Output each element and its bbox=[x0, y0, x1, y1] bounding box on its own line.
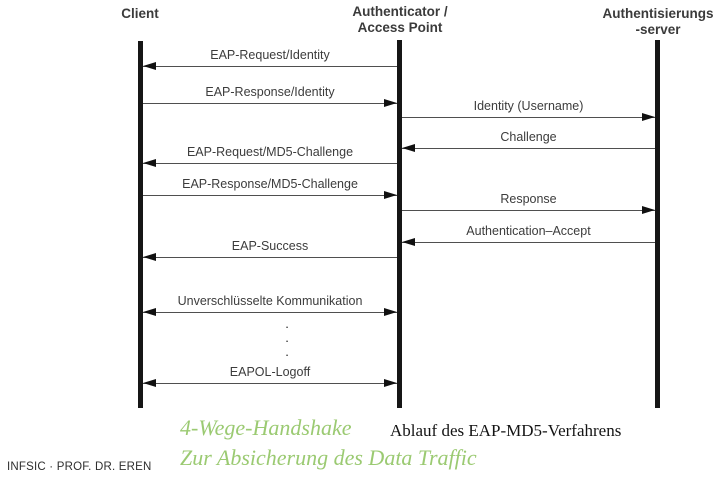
message-response: Response bbox=[402, 192, 655, 214]
lifeline-auth-server bbox=[655, 40, 660, 408]
arrow-line bbox=[143, 159, 397, 167]
message-eap-request-md5-challenge: EAP-Request/MD5-Challenge bbox=[143, 145, 397, 167]
message-label: Unverschlüsselte Kommunikation bbox=[177, 294, 363, 308]
message-label: Response bbox=[500, 192, 557, 206]
actor-authenticator-name-line1: Authenticator / bbox=[352, 4, 448, 19]
message-label: EAP-Response/Identity bbox=[205, 85, 335, 99]
arrow-line bbox=[402, 238, 655, 246]
arrowhead-right-icon bbox=[384, 191, 397, 199]
figure-caption: Ablauf des EAP-MD5-Verfahrens bbox=[390, 421, 622, 440]
arrowhead-right-icon bbox=[642, 113, 655, 121]
message-label: EAP-Success bbox=[231, 239, 309, 253]
arrowhead-left-icon bbox=[143, 308, 156, 316]
message-eapol-logoff: EAPOL-Logoff bbox=[143, 365, 397, 387]
arrow-line bbox=[143, 253, 397, 261]
caption-handshake-line2: Zur Absicherung des Data Traffic bbox=[180, 445, 477, 470]
arrow-line bbox=[143, 379, 397, 387]
arrowhead-right-icon bbox=[384, 308, 397, 316]
actor-authenticator-name-line2: Access Point bbox=[357, 20, 443, 35]
message-label: EAP-Request/MD5-Challenge bbox=[186, 145, 354, 159]
actor-auth-server-name-line1: Authentisierungs bbox=[602, 6, 714, 21]
arrowhead-right-icon bbox=[642, 206, 655, 214]
message-label: Identity (Username) bbox=[473, 99, 584, 113]
caption-handshake-line1: 4-Wege-Handshake bbox=[180, 415, 352, 440]
message-eap-success: EAP-Success bbox=[143, 239, 397, 261]
actor-auth-server-name-line2: -server bbox=[635, 22, 681, 37]
arrowhead-left-icon bbox=[143, 159, 156, 167]
actor-client-name: Client bbox=[121, 6, 159, 21]
message-label: EAP-Request/Identity bbox=[210, 48, 330, 62]
arrowhead-left-icon bbox=[143, 379, 156, 387]
arrowhead-left-icon bbox=[143, 62, 156, 70]
message-label: EAPOL-Logoff bbox=[229, 365, 311, 379]
arrow-line bbox=[402, 113, 655, 121]
lifeline-client bbox=[138, 41, 143, 408]
arrowhead-right-icon bbox=[384, 99, 397, 107]
actor-auth-server: Authentisierungs -server bbox=[578, 6, 721, 38]
message-identity-username: Identity (Username) bbox=[402, 99, 655, 121]
arrow-line bbox=[402, 206, 655, 214]
message-label: Authentication–Accept bbox=[466, 224, 591, 238]
arrowhead-left-icon bbox=[143, 253, 156, 261]
arrowhead-right-icon bbox=[384, 379, 397, 387]
arrow-line bbox=[143, 99, 397, 107]
message-eap-response-md5-challenge: EAP-Response/MD5-Challenge bbox=[143, 177, 397, 199]
arrow-line bbox=[402, 144, 655, 152]
message-challenge: Challenge bbox=[402, 130, 655, 152]
arrow-line bbox=[143, 191, 397, 199]
arrow-line bbox=[143, 62, 397, 70]
actor-client: Client bbox=[80, 6, 200, 22]
message-eap-request-identity: EAP-Request/Identity bbox=[143, 48, 397, 70]
message-eap-response-identity: EAP-Response/Identity bbox=[143, 85, 397, 107]
vertical-ellipsis: . . . bbox=[285, 316, 289, 359]
lifeline-authenticator bbox=[397, 40, 402, 408]
message-label: Challenge bbox=[500, 130, 557, 144]
message-unverschluesselte-kommunikation: Unverschlüsselte Kommunikation bbox=[143, 294, 397, 316]
actor-authenticator: Authenticator / Access Point bbox=[320, 4, 480, 36]
footer-credit: INFSIC · PROF. DR. EREN bbox=[7, 461, 152, 473]
message-label: EAP-Response/MD5-Challenge bbox=[182, 177, 358, 191]
arrow-line bbox=[143, 308, 397, 316]
message-authentication-accept: Authentication–Accept bbox=[402, 224, 655, 246]
arrowhead-left-icon bbox=[402, 144, 415, 152]
arrowhead-left-icon bbox=[402, 238, 415, 246]
